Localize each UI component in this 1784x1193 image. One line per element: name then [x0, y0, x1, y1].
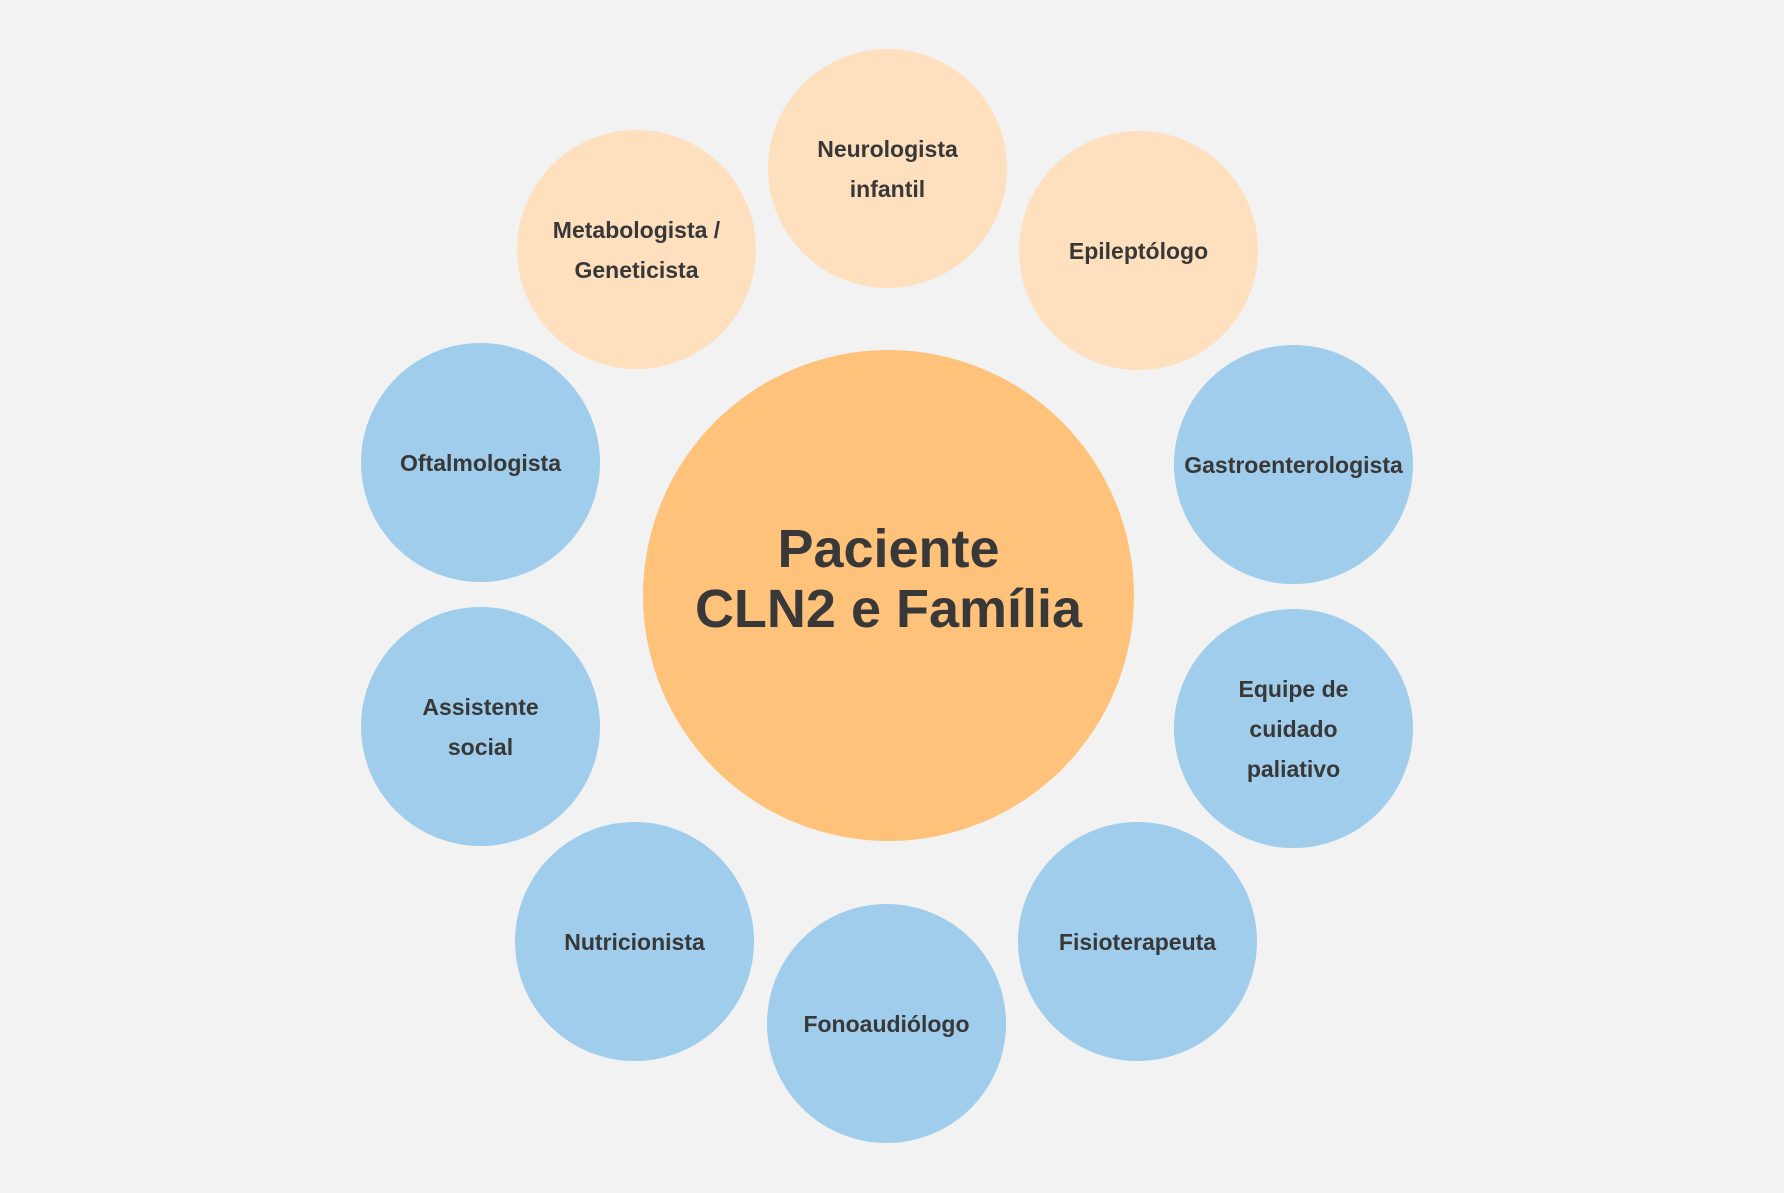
node-neurologista-infantil: Neurologista infantil [768, 49, 1007, 288]
node-equipe-cuidado-paliativo: Equipe de cuidado paliativo [1174, 609, 1413, 848]
node-label: Neurologista infantil [817, 135, 958, 202]
node-assistente-social: Assistente social [361, 607, 600, 846]
node-label: Oftalmologista [399, 449, 561, 476]
node-label: Metabologista / Geneticista [552, 216, 721, 283]
node-label: Epileptólogo [1068, 237, 1209, 264]
node-label: Nutricionista [564, 928, 705, 955]
node-label: Fisioterapeuta [1058, 928, 1217, 955]
node-label: Assistente social [422, 693, 539, 760]
node-fisioterapeuta: Fisioterapeuta [1018, 822, 1257, 1061]
node-gastroenterologista: Gastroenterologista [1174, 345, 1413, 584]
node-label: Gastroenterologista [1184, 451, 1403, 478]
node-epileptologo: Epileptólogo [1019, 131, 1258, 370]
node-nutricionista: Nutricionista [515, 822, 754, 1061]
node-label: Fonoaudiólogo [803, 1010, 970, 1037]
node-metabologista-geneticista: Metabologista / Geneticista [517, 130, 756, 369]
node-oftalmologista: Oftalmologista [361, 343, 600, 582]
center-node-patient-family: Paciente CLN2 e Família [643, 350, 1134, 841]
center-node-label: Paciente CLN2 e Família [694, 518, 1083, 639]
node-fonoaudiologo: Fonoaudiólogo [767, 904, 1006, 1143]
node-label: Equipe de cuidado paliativo [1238, 675, 1349, 782]
